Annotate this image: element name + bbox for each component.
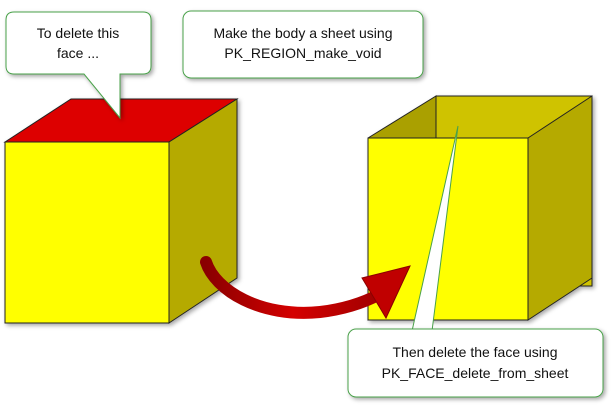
callout-make-sheet	[182, 10, 424, 79]
callout-make-sheet-line1: Make the body a sheet using	[213, 25, 392, 41]
callout-delete-face	[5, 11, 152, 120]
callout-delete-face-line2: face ...	[57, 45, 99, 61]
callout-delete-from-sheet	[347, 328, 604, 398]
callout-box	[347, 328, 604, 398]
arrow-head	[361, 265, 411, 320]
solid-cube	[3, 98, 239, 324]
arrow-shaft	[200, 256, 386, 319]
callout-delete-from-sheet-line2: PK_FACE_delete_from_sheet	[382, 365, 569, 381]
callout-make-sheet-line2: PK_REGION_make_void	[224, 45, 381, 61]
sheet-front-face	[367, 137, 529, 321]
callout-delete-face-line1: To delete this	[37, 25, 120, 41]
callout-delete-from-sheet-line1: Then delete the face using	[392, 344, 557, 360]
open-sheet-cube	[367, 95, 593, 321]
transition-arrow	[200, 256, 411, 320]
callout-box	[182, 10, 424, 79]
cube-front-face	[4, 141, 170, 324]
callout-bubble	[5, 11, 152, 120]
